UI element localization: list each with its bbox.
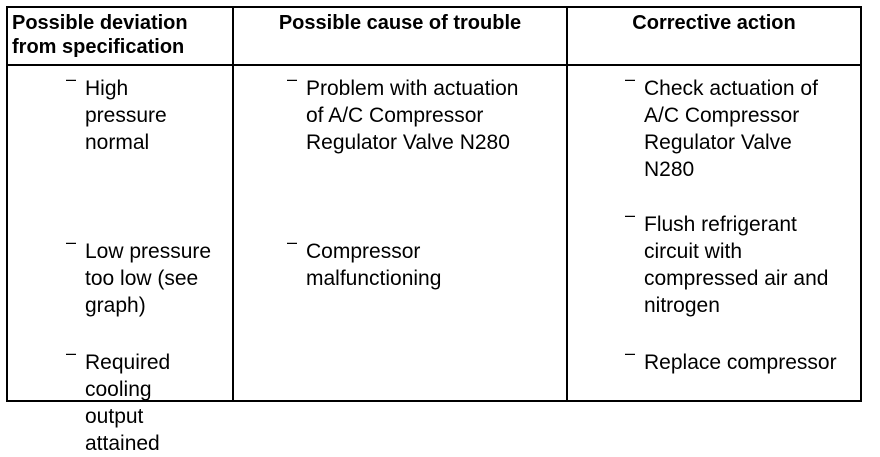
bullet-dash: – (287, 232, 298, 252)
bullet-dash: – (66, 343, 77, 363)
header-cause-label: Possible cause of trouble (278, 12, 522, 34)
deviation-item-text: Low pressure too low (see graph) (85, 240, 212, 317)
list-item-action-1: – Check actuation of A/C Compressor Regu… (625, 70, 818, 183)
list-item-cause-1: – Problem with actuation of A/C Compress… (287, 70, 519, 156)
deviation-item-text: Required cooling output attained (85, 351, 171, 455)
cause-item-text: Compressor malfunctioning (306, 240, 442, 290)
list-item-action-3: – Replace compressor (625, 344, 837, 376)
action-item-text: Replace compressor (644, 351, 837, 374)
header-action: Corrective action (568, 8, 860, 66)
bullet-dash: – (625, 343, 636, 363)
bullet-dash: – (66, 232, 77, 252)
action-item-text: Check actuation of A/C Compressor Regula… (644, 77, 818, 181)
list-item-deviation-1: – High pressure normal (66, 70, 167, 156)
header-deviation-label: Possible deviation from specification (12, 12, 188, 58)
bullet-dash: – (287, 69, 298, 89)
list-item-cause-2: – Compressor malfunctioning (287, 233, 442, 292)
header-cause: Possible cause of trouble (234, 8, 568, 66)
header-deviation: Possible deviation from specification (8, 8, 234, 66)
action-item-text: Flush refrigerant circuit with compresse… (644, 213, 829, 317)
cause-item-text: Problem with actuation of A/C Compressor… (306, 77, 519, 154)
action-column: – Check actuation of A/C Compressor Regu… (568, 66, 860, 400)
bullet-dash: – (625, 69, 636, 89)
troubleshooting-table: Possible deviation from specification Po… (6, 6, 862, 455)
bullet-dash: – (625, 205, 636, 225)
header-action-label: Corrective action (632, 12, 796, 34)
deviation-column: – High pressure normal – Low pressure to… (8, 66, 234, 455)
list-item-action-2: – Flush refrigerant circuit with compres… (625, 206, 829, 319)
cause-column: – Problem with actuation of A/C Compress… (234, 66, 568, 400)
bullet-dash: – (66, 69, 77, 89)
deviation-item-text: High pressure normal (85, 77, 167, 154)
list-item-deviation-3: – Required cooling output attained (66, 344, 171, 457)
list-item-deviation-2: – Low pressure too low (see graph) (66, 233, 212, 319)
